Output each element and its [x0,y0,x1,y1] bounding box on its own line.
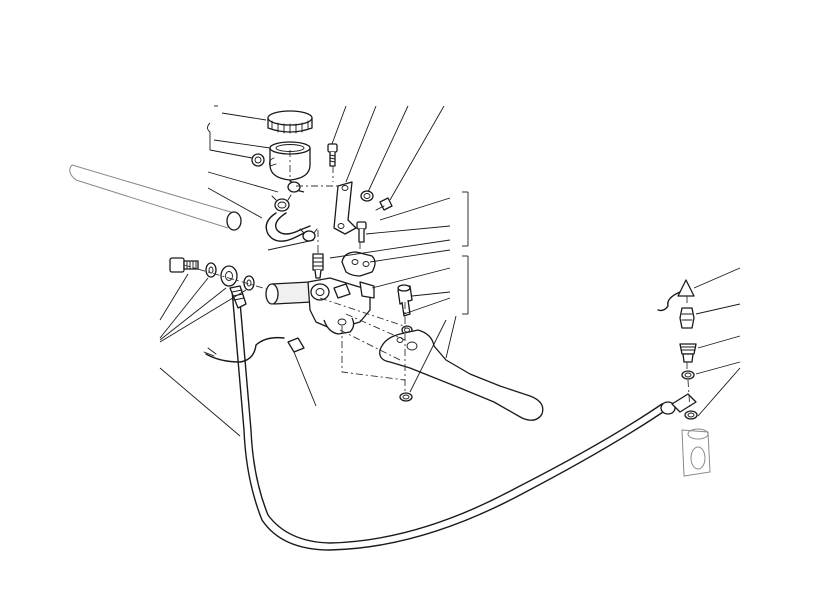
caliper-washer-upper [681,370,695,380]
hose-nipple [312,253,324,279]
bracket-sleeve [251,153,265,167]
brake-hose [229,285,667,551]
clamp-screw-upper [356,221,367,243]
reservoir-hose [265,212,318,242]
caliper-port [681,428,711,477]
lever-pivot-screw [397,284,413,317]
fluid-reservoir [269,141,311,193]
bleed-cap [657,279,695,312]
bracket-washer [360,190,374,202]
banjo-bolt [169,257,199,273]
mounting-screw [327,143,338,167]
bracket-screw [375,197,393,211]
reservoir-bracket [333,181,357,235]
master-cylinder [265,277,375,335]
copper-washer-1 [205,262,217,278]
caliper-washer-lower [684,410,698,420]
leader-lines [159,105,741,437]
reservoir-cap [267,110,313,134]
brake-switch-wire [203,336,305,363]
hose-clip-upper [271,194,292,212]
handlebar-clamp [341,251,376,277]
bleed-nipple [679,307,695,329]
caliper-banjo [660,393,697,415]
copper-washer-2 [243,275,255,291]
assembly-lines [183,150,691,411]
banjo-fitting [220,265,238,287]
lever-washer [399,392,413,402]
brake-lever [379,329,544,421]
bleed-banjo-bolt [679,343,697,363]
handlebar-tube [69,164,242,231]
